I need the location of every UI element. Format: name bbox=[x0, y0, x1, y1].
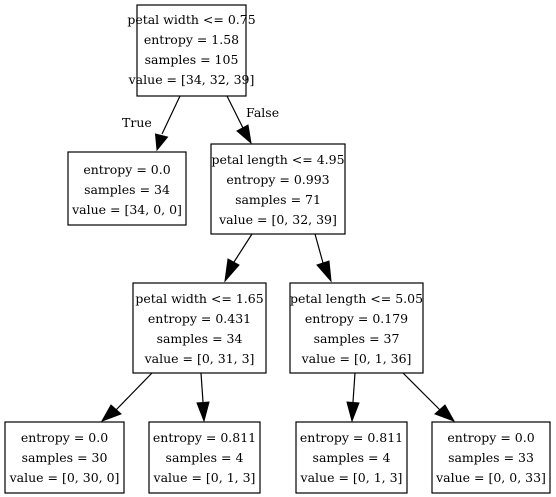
node-root-value: value = [34, 32, 39] bbox=[128, 72, 255, 87]
node-root-samples: samples = 105 bbox=[145, 52, 239, 67]
node-split-petal-width-165: petal width <= 1.65 entropy = 0.431 samp… bbox=[132, 282, 267, 374]
edge-pl505-to-leaf-4 bbox=[402, 372, 456, 422]
node-leaf-3-entropy: entropy = 0.811 bbox=[300, 430, 403, 445]
tree-edges bbox=[100, 95, 456, 423]
node-split-pl505-value: value = [0, 1, 36] bbox=[301, 351, 412, 366]
node-leaf-1-samples: samples = 30 bbox=[22, 450, 108, 465]
edge-pl495-to-pl505 bbox=[314, 233, 332, 283]
node-leaf-2-entropy: entropy = 0.811 bbox=[153, 430, 256, 445]
node-leaf-left-samples: samples = 34 bbox=[84, 182, 170, 197]
node-split-pw165-value: value = [0, 31, 3] bbox=[144, 351, 255, 366]
node-split-pw165-samples: samples = 34 bbox=[157, 331, 243, 346]
edge-label-false: False bbox=[246, 105, 279, 120]
node-split-petal-length-495: petal length <= 4.95 entropy = 0.993 sam… bbox=[210, 143, 346, 235]
node-leaf-4-samples: samples = 33 bbox=[448, 450, 534, 465]
node-split-petal-length-505: petal length <= 5.05 entropy = 0.179 sam… bbox=[289, 282, 424, 374]
edge-pl495-to-pw165 bbox=[224, 233, 253, 283]
node-split-pl505-entropy: entropy = 0.179 bbox=[305, 311, 408, 326]
node-leaf-left-entropy: entropy = 0.0 bbox=[83, 162, 170, 177]
node-split-pl495-value: value = [0, 32, 39] bbox=[218, 212, 337, 227]
edge-pw165-to-leaf-2 bbox=[196, 372, 210, 423]
node-split-pl495-condition: petal length <= 4.95 bbox=[211, 152, 344, 167]
node-leaf-left-value: value = [34, 0, 0] bbox=[71, 202, 182, 217]
node-root: petal width <= 0.75 entropy = 1.58 sampl… bbox=[127, 4, 256, 97]
node-leaf-1-value: value = [0, 30, 0] bbox=[9, 470, 120, 485]
edge-pw165-to-leaf-1 bbox=[100, 372, 153, 422]
node-leaf-3-value: value = [0, 1, 3] bbox=[300, 470, 403, 485]
node-root-entropy: entropy = 1.58 bbox=[144, 32, 239, 47]
edge-pl505-to-leaf-3 bbox=[346, 372, 360, 423]
node-leaf-2-value: value = [0, 1, 3] bbox=[153, 470, 256, 485]
node-leaf-2-samples: samples = 4 bbox=[166, 450, 244, 465]
node-split-pl495-samples: samples = 71 bbox=[235, 192, 321, 207]
node-split-pl505-condition: petal length <= 5.05 bbox=[290, 291, 423, 306]
edge-label-true: True bbox=[122, 115, 152, 130]
node-split-pl495-entropy: entropy = 0.993 bbox=[226, 172, 329, 187]
node-leaf-left: entropy = 0.0 samples = 34 value = [34, … bbox=[67, 151, 187, 226]
node-leaf-4-value: value = [0, 0, 33] bbox=[435, 470, 546, 485]
node-leaf-1: entropy = 0.0 samples = 30 value = [0, 3… bbox=[4, 421, 125, 494]
node-root-condition: petal width <= 0.75 bbox=[127, 12, 255, 27]
node-leaf-1-entropy: entropy = 0.0 bbox=[21, 430, 108, 445]
edge-root-to-leaf-left bbox=[154, 95, 181, 152]
node-split-pw165-condition: petal width <= 1.65 bbox=[135, 291, 263, 306]
edge-root-to-split-pl-495 bbox=[226, 95, 252, 145]
node-leaf-3: entropy = 0.811 samples = 4 value = [0, … bbox=[295, 421, 408, 494]
node-leaf-4-entropy: entropy = 0.0 bbox=[447, 430, 534, 445]
node-leaf-3-samples: samples = 4 bbox=[313, 450, 391, 465]
node-split-pl505-samples: samples = 37 bbox=[314, 331, 400, 346]
node-split-pw165-entropy: entropy = 0.431 bbox=[148, 311, 251, 326]
node-leaf-2: entropy = 0.811 samples = 4 value = [0, … bbox=[148, 421, 261, 494]
node-leaf-4: entropy = 0.0 samples = 33 value = [0, 0… bbox=[431, 421, 551, 494]
